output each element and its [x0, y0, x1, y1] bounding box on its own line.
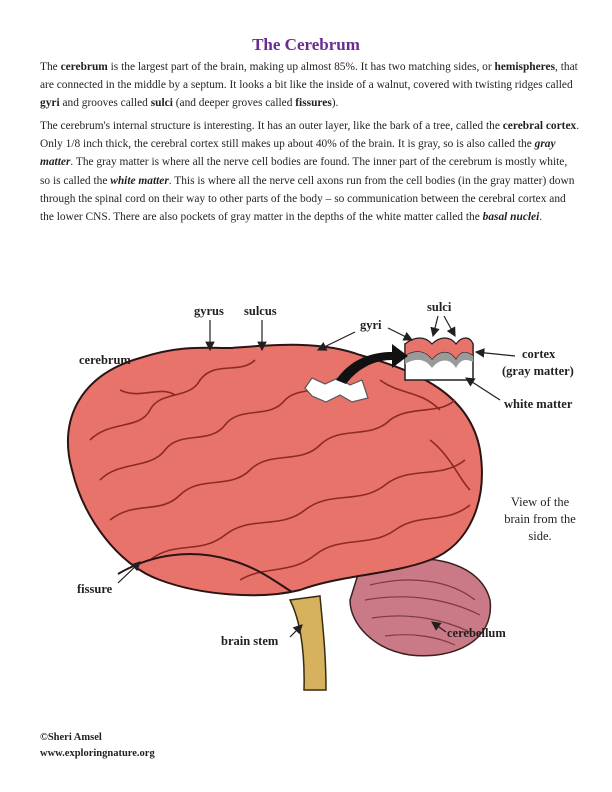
label-brain-stem: brain stem — [221, 634, 279, 648]
website-link[interactable]: www.exploringnature.org — [40, 748, 155, 759]
gyri-leader-right — [387, 327, 414, 341]
view-note: View of the brain from the side. — [504, 495, 576, 543]
gyri-leader-left — [316, 331, 356, 351]
brain-stem-shape — [288, 595, 327, 691]
sulci-leader-right — [443, 315, 456, 338]
label-gray-matter: (gray matter) — [502, 364, 574, 378]
intro-paragraph: The cerebrum is the largest part of the … — [40, 61, 578, 110]
label-gyri: gyri — [360, 318, 382, 332]
fissure-leader — [117, 561, 141, 584]
page-title: The Cerebrum — [252, 35, 360, 54]
label-sulci: sulci — [427, 300, 452, 314]
brain-stem-leader — [289, 624, 303, 638]
zoom-arrow — [336, 344, 408, 384]
sulci-leader-left — [430, 315, 440, 338]
credit: ©Sheri Amsel www.exploringnature.org — [40, 730, 155, 762]
cerebrum-shape — [67, 343, 483, 597]
cortex-cutout-shape — [304, 377, 369, 403]
label-fissure: fissure — [77, 582, 113, 596]
cerebellum-leader — [431, 621, 447, 633]
cortex-inset — [404, 337, 474, 381]
label-sulcus: sulcus — [244, 304, 277, 318]
label-cortex: cortex — [522, 347, 556, 361]
copyright-text: ©Sheri Amsel — [40, 732, 102, 743]
structure-paragraph: The cerebrum's internal structure is int… — [40, 120, 580, 224]
label-white-matter: white matter — [504, 397, 573, 411]
cerebellum-shape — [349, 557, 492, 657]
label-cerebellum: cerebellum — [447, 626, 506, 640]
cortex-leader — [474, 348, 516, 358]
label-gyrus: gyrus — [194, 304, 224, 318]
label-cerebrum: cerebrum — [79, 353, 131, 367]
white-matter-leader — [464, 377, 501, 401]
